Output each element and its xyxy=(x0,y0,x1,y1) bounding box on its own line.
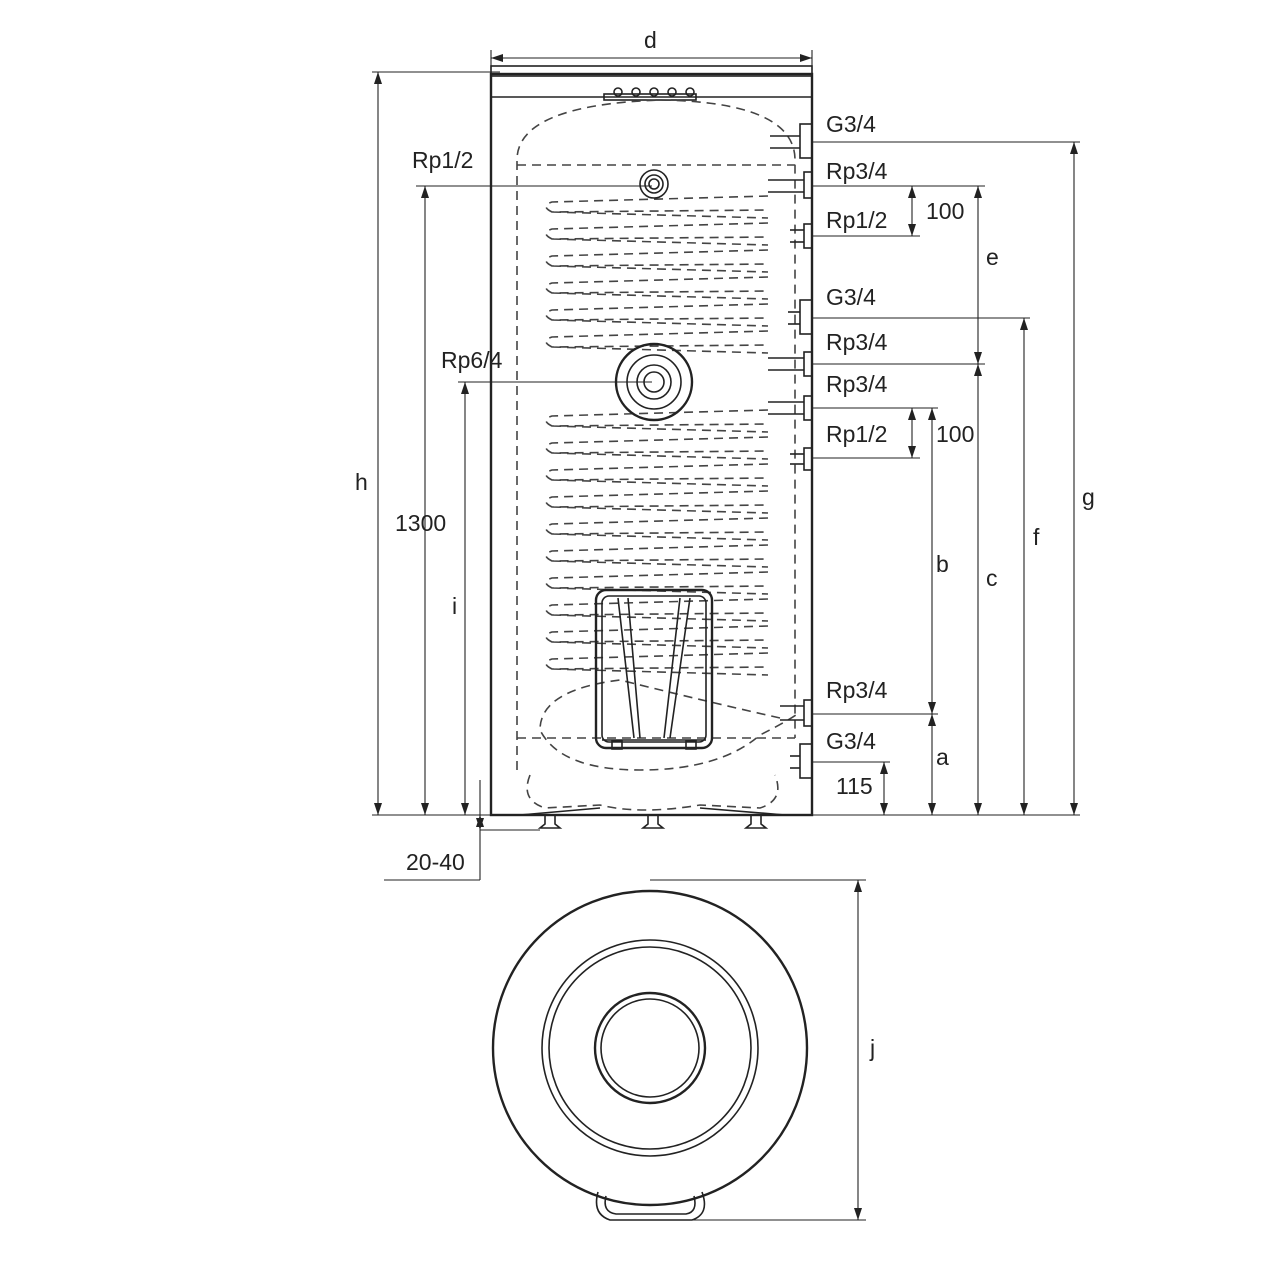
coil-turn xyxy=(545,517,769,541)
tank-body-outline xyxy=(489,72,814,817)
adjustable-feet xyxy=(519,807,786,829)
dimension-lines xyxy=(372,50,1080,1221)
coil-turn xyxy=(545,463,769,487)
coil-turn xyxy=(545,330,769,354)
dimension-arrowhead xyxy=(421,803,429,815)
label-rp64-front: Rp6/4 xyxy=(441,347,503,373)
label-rp34-4: Rp3/4 xyxy=(826,677,888,703)
lower-heat-exchanger-coil xyxy=(545,409,769,676)
upper-heat-exchanger-coil xyxy=(545,195,769,354)
coil-turn xyxy=(545,303,769,327)
label-a: a xyxy=(936,744,949,770)
side-view xyxy=(489,65,814,829)
label-b: b xyxy=(936,551,949,577)
dimension-arrowhead xyxy=(880,762,888,774)
coil-turn xyxy=(545,276,769,300)
dimension-arrowhead xyxy=(908,408,916,420)
dimension-arrowhead xyxy=(974,364,982,376)
coil-turn xyxy=(545,625,769,649)
inner-tank-hidden-outline xyxy=(516,99,796,770)
label-d: d xyxy=(644,27,657,53)
top-cover-plate xyxy=(490,65,813,77)
label-rp34-2: Rp3/4 xyxy=(826,329,888,355)
top-view-center-cap xyxy=(593,991,707,1105)
label-rp12-1: Rp1/2 xyxy=(826,207,887,233)
dimension-arrowhead xyxy=(928,803,936,815)
dimension-arrowhead xyxy=(1020,318,1028,330)
top-terminal-block xyxy=(603,87,697,101)
label-20-40: 20-40 xyxy=(406,849,465,875)
dimension-arrows xyxy=(374,54,1078,1220)
label-c: c xyxy=(986,565,998,591)
coil-turn xyxy=(545,409,769,433)
dimension-arrowhead xyxy=(854,1208,862,1220)
dimension-arrowhead xyxy=(908,186,916,198)
coil-turn xyxy=(545,195,769,219)
bottom-drain-hidden xyxy=(526,774,779,811)
right-pipe-connections xyxy=(768,123,813,779)
coil-turn xyxy=(545,652,769,676)
dimension-arrowhead xyxy=(908,446,916,458)
top-view-cover-ring-inner xyxy=(548,946,752,1150)
label-rp34-1: Rp3/4 xyxy=(826,158,888,184)
dimension-arrowhead xyxy=(928,408,936,420)
coil-turn xyxy=(545,490,769,514)
top-view-flange-cover xyxy=(595,1191,706,1221)
lower-coil-return-hidden xyxy=(539,679,801,771)
dimension-arrowhead xyxy=(880,803,888,815)
dimension-arrowhead xyxy=(461,382,469,394)
dimension-arrowhead xyxy=(491,54,503,62)
label-115: 115 xyxy=(836,773,873,799)
dimension-arrowhead xyxy=(974,186,982,198)
label-i: i xyxy=(452,593,457,619)
top-view-outer-casing xyxy=(491,889,809,1207)
label-h: h xyxy=(355,469,368,495)
dimension-arrowhead xyxy=(854,880,862,892)
sensor-port-upper xyxy=(639,169,669,199)
label-100-mid: 100 xyxy=(936,421,974,447)
dimension-arrowhead xyxy=(1070,803,1078,815)
coil-turn xyxy=(545,436,769,460)
label-rp12-2: Rp1/2 xyxy=(826,421,887,447)
dimension-arrowhead xyxy=(974,803,982,815)
dimension-arrowhead xyxy=(476,818,484,830)
dimension-arrowhead xyxy=(800,54,812,62)
coil-turn xyxy=(545,249,769,273)
top-view-center-cap-inner xyxy=(600,998,700,1098)
label-1300: 1300 xyxy=(395,510,446,536)
dimension-arrowhead xyxy=(908,224,916,236)
labels: d G3/4 Rp3/4 Rp1/2 G3/4 Rp3/4 Rp3/4 Rp1/… xyxy=(355,27,1095,1061)
dimension-arrowhead xyxy=(461,803,469,815)
dimension-arrowhead xyxy=(374,72,382,84)
dimension-arrowhead xyxy=(928,702,936,714)
top-view xyxy=(491,889,809,1221)
dimension-arrowhead xyxy=(1020,803,1028,815)
label-g: g xyxy=(1082,484,1095,510)
label-e: e xyxy=(986,244,999,270)
coil-turn xyxy=(545,598,769,622)
coil-turn xyxy=(545,544,769,568)
top-view-cover-ring xyxy=(541,939,759,1157)
label-rp34-3: Rp3/4 xyxy=(826,371,888,397)
coil-turn xyxy=(545,222,769,246)
label-rp12-front: Rp1/2 xyxy=(412,147,473,173)
label-100-top: 100 xyxy=(926,198,964,224)
dimension-arrowhead xyxy=(374,803,382,815)
inspection-flange xyxy=(594,588,714,750)
label-g34-bottom: G3/4 xyxy=(826,728,876,754)
label-g34-mid: G3/4 xyxy=(826,284,876,310)
label-j: j xyxy=(869,1035,875,1061)
label-f: f xyxy=(1033,524,1040,550)
dimension-arrowhead xyxy=(1070,142,1078,154)
dimension-arrowhead xyxy=(421,186,429,198)
dimension-arrowhead xyxy=(974,352,982,364)
label-g34-top: G3/4 xyxy=(826,111,876,137)
dimension-arrowhead xyxy=(928,714,936,726)
